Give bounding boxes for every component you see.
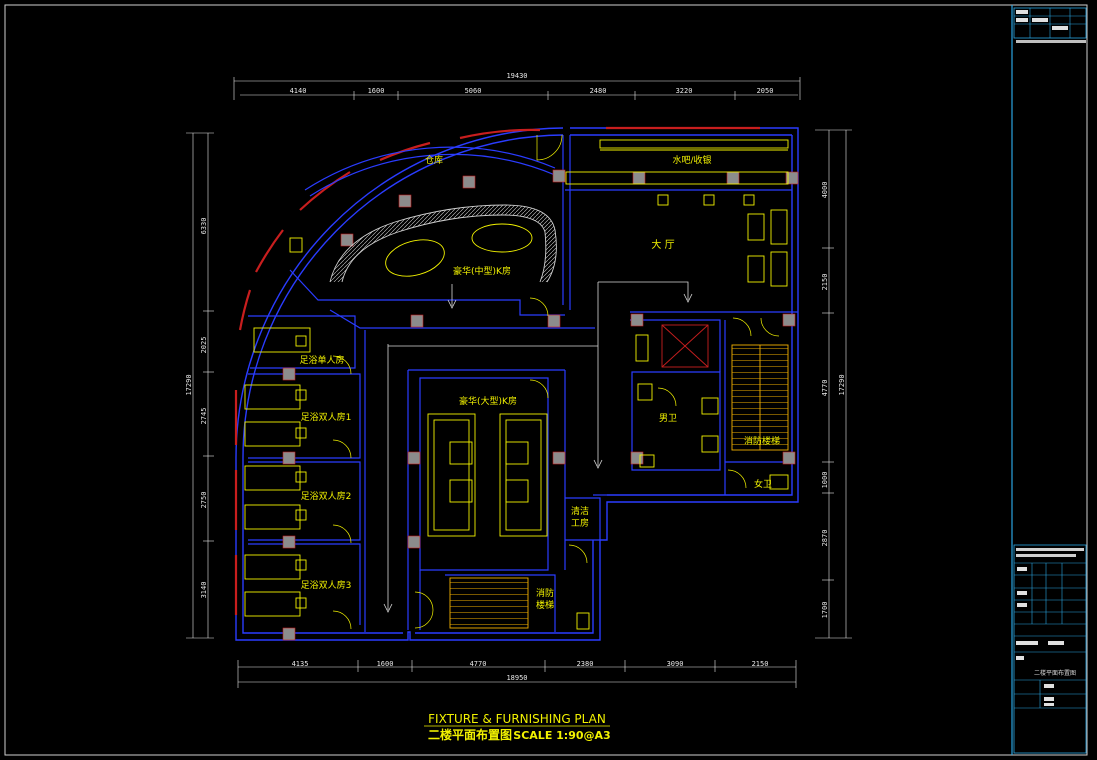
columns — [282, 169, 799, 641]
dim-top-6: 2050 — [757, 87, 774, 95]
dim-top-4: 2480 — [590, 87, 607, 95]
hall-sofas — [747, 209, 788, 287]
cleaning-room-line: 工房 — [571, 517, 589, 529]
dim-left-5: 3140 — [200, 582, 208, 599]
label-warehouse: 仓库 — [425, 154, 443, 166]
label-hall: 大 厅 — [651, 238, 674, 251]
interior-walls — [248, 135, 798, 632]
label-foot-double-1: 足浴双人房1 — [301, 411, 352, 423]
label-foot-double-3: 足浴双人房3 — [301, 579, 352, 591]
dim-right-total: 17290 — [838, 374, 846, 395]
bar-counter — [565, 171, 789, 185]
foot-bath-beds — [244, 327, 311, 617]
title-scale: SCALE 1:90@A3 — [513, 729, 610, 742]
dim-left-2: 2025 — [200, 337, 208, 354]
label-cleaning-room: 清洁工房 — [571, 505, 589, 529]
dim-left-1: 6330 — [200, 218, 208, 235]
dim-left-3: 2745 — [200, 408, 208, 425]
title-block: 二楼平面布置图 — [1013, 7, 1087, 754]
dim-top-total: 19430 — [506, 72, 527, 80]
sheet-frame — [4, 4, 1088, 756]
label-fire-stair-bottom: 消防楼梯 — [536, 587, 554, 611]
dim-right-3: 4770 — [821, 380, 829, 397]
toilets — [289, 237, 789, 630]
title-block-drawing-name: 二楼平面布置图 — [1034, 669, 1076, 677]
elevator — [661, 324, 709, 368]
title-cn: 二楼平面布置图 — [428, 727, 512, 742]
label-luxury-mid-ktv: 豪华(中型)K房 — [453, 265, 511, 277]
label-luxury-large-ktv: 豪华(大型)K房 — [459, 395, 517, 407]
dim-right-5: 2870 — [821, 530, 829, 547]
title-en: FIXTURE & FURNISHING PLAN — [428, 712, 606, 726]
label-women-wc: 女卫 — [754, 478, 772, 490]
dim-right-6: 1700 — [821, 602, 829, 619]
doors — [332, 134, 780, 630]
dim-bottom-1: 4135 — [292, 660, 309, 668]
room-labels: 仓库 水吧/收银 大 厅 豪华(中型)K房 豪华(大型)K房 足浴单人房 足浴双… — [299, 154, 780, 611]
dim-bottom-total: 18950 — [506, 674, 527, 682]
dim-top-5: 3220 — [676, 87, 693, 95]
drawing-title: FIXTURE & FURNISHING PLAN 二楼平面布置图 SCALE … — [424, 712, 611, 742]
stairs-right — [731, 344, 789, 451]
large-ktv-sofas — [427, 413, 548, 537]
label-foot-double-2: 足浴双人房2 — [301, 490, 352, 502]
dim-right-2: 2150 — [821, 274, 829, 291]
dimension-labels: 19430 4140 1600 5060 2480 3220 2050 4135… — [185, 72, 846, 682]
dim-bottom-3: 4770 — [470, 660, 487, 668]
dim-bottom-2: 1600 — [377, 660, 394, 668]
furniture — [244, 134, 789, 630]
dim-right-1: 4000 — [821, 182, 829, 199]
dim-top-1: 4140 — [290, 87, 307, 95]
stairs-bottom — [449, 577, 529, 629]
exterior-walls — [235, 127, 799, 641]
label-bar-cashier: 水吧/收银 — [672, 154, 711, 166]
fire-stair-bottom-line: 楼梯 — [536, 599, 554, 611]
dim-left-4: 2750 — [200, 492, 208, 509]
dim-top-2: 1600 — [368, 87, 385, 95]
mid-ktv-sofa — [329, 204, 557, 283]
fire-stair-bottom-line: 消防 — [536, 587, 554, 599]
dim-top-3: 5060 — [465, 87, 482, 95]
circulation-arrows — [383, 281, 693, 613]
label-foot-single: 足浴单人房 — [299, 354, 344, 366]
dim-bottom-4: 2380 — [577, 660, 594, 668]
label-men-wc: 男卫 — [659, 413, 677, 424]
label-fire-stair-right: 消防楼梯 — [744, 435, 780, 447]
cleaning-room-line: 清洁 — [571, 505, 589, 517]
dim-right-4: 1000 — [821, 472, 829, 489]
dimension-lines — [186, 77, 852, 688]
dim-bottom-6: 2150 — [752, 660, 769, 668]
dim-bottom-5: 3090 — [667, 660, 684, 668]
dim-left-total: 17290 — [185, 374, 193, 395]
facade-windows — [234, 126, 760, 615]
